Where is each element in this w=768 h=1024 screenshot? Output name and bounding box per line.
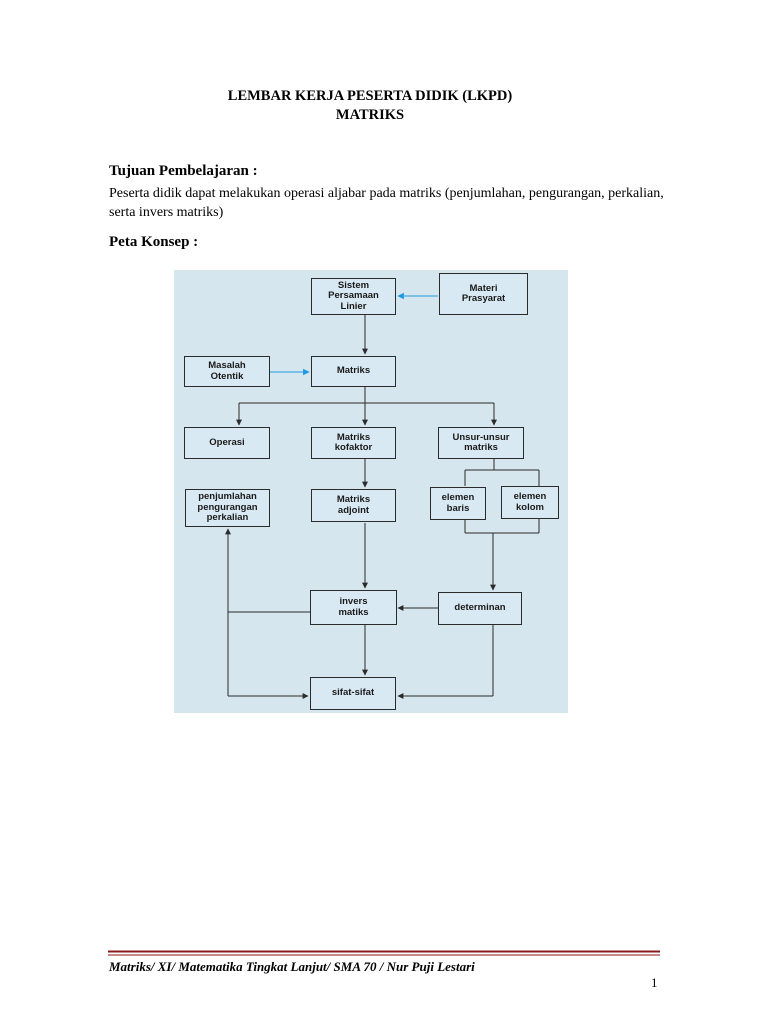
box-sistem-persamaan-linier: Sistem Persamaan Linier xyxy=(311,278,396,315)
box-elemen-kolom: elemen kolom xyxy=(501,486,559,519)
box-materi-prasyarat: Materi Prasyarat xyxy=(439,273,528,315)
footer-rule xyxy=(108,950,660,956)
title-line-1: LEMBAR KERJA PESERTA DIDIK (LKPD) xyxy=(227,88,513,104)
box-matriks-adjoint: Matriks adjoint xyxy=(311,489,396,522)
concept-map-heading: Peta Konsep : xyxy=(109,234,199,250)
objectives-text: Peserta didik dapat melakukan operasi al… xyxy=(109,186,664,220)
box-determinan: determinan xyxy=(438,592,522,625)
objectives-heading: Tujuan Pembelajaran : xyxy=(109,163,258,179)
box-masalah-otentik: Masalah Otentik xyxy=(184,356,270,387)
box-invers-matriks: invers matiks xyxy=(310,590,397,625)
page-number: 1 xyxy=(651,975,658,990)
box-matriks-kofaktor: Matriks kofaktor xyxy=(311,427,396,459)
concept-map-connectors xyxy=(225,292,540,699)
box-penjumlahan-pengurangan-perkalian: penjumlahan pengurangan perkalian xyxy=(185,489,270,527)
concept-map: Sistem Persamaan Linier Materi Prasyarat… xyxy=(174,270,568,713)
footer-text: Matriks/ XI/ Matematika Tingkat Lanjut/ … xyxy=(109,959,475,974)
box-matriks: Matriks xyxy=(311,356,396,387)
title-line-2: MATRIKS xyxy=(335,107,405,123)
box-sifat-sifat: sifat-sifat xyxy=(310,677,396,710)
box-operasi: Operasi xyxy=(184,427,270,459)
box-elemen-baris: elemen baris xyxy=(430,487,486,520)
box-unsur-unsur-matriks: Unsur-unsur matriks xyxy=(438,427,524,459)
